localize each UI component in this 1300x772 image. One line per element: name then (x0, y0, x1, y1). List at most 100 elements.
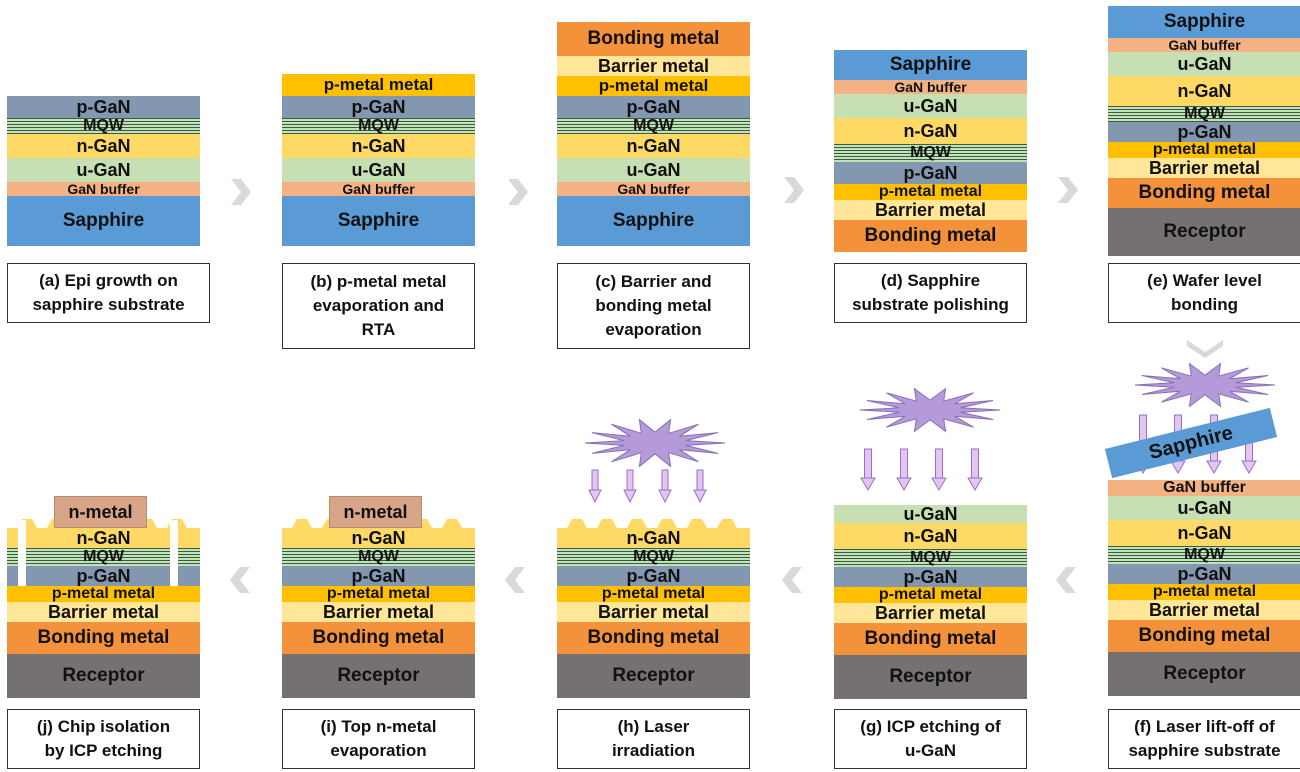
caption-line: (j) Chip isolation (36, 717, 171, 736)
layer-gan-buffer: GaN buffer (834, 80, 1027, 94)
layer-p-metal: p-metal metal (282, 586, 475, 602)
layer-gan-buffer: GaN buffer (282, 182, 475, 196)
layer-n-gan: n-GaN (557, 528, 750, 548)
layer-receptor: Receptor (1108, 652, 1300, 696)
layer-p-metal: p-metal metal (834, 184, 1027, 200)
layer-mqw: MQW (282, 118, 475, 134)
laser-beam-arrow (626, 469, 634, 491)
layer-mqw: MQW (834, 144, 1027, 162)
laser-beam-arrow (900, 448, 908, 479)
caption-line: irradiation (611, 741, 696, 760)
laser-arrowhead-icon (896, 477, 912, 491)
layer-n-gan: n-GaN (7, 528, 200, 548)
layer-u-gan: u-GaN (557, 158, 750, 182)
layer-p-metal: p-metal metal (834, 587, 1027, 603)
layer-barrier: Barrier metal (1108, 158, 1300, 178)
caption-h: (h) Laser irradiation (557, 709, 750, 769)
caption-line: (h) Laser (617, 717, 690, 736)
layer-p-gan: p-GaN (557, 566, 750, 586)
laser-beam-arrow (864, 448, 872, 479)
laser-burst-icon (859, 387, 1001, 433)
chevron-left-icon (782, 567, 802, 593)
layer-p-metal: p-metal metal (557, 76, 750, 96)
caption-line: (b) p-metal metal (310, 272, 447, 291)
layer-p-metal: p-metal metal (557, 586, 750, 602)
n-metal-pad: n-metal (54, 496, 147, 528)
layer-sapphire: Sapphire (7, 196, 200, 246)
caption-line: (c) Barrier and (595, 272, 712, 291)
laser-arrowhead-icon (860, 477, 876, 491)
layer-mqw: MQW (557, 118, 750, 134)
caption-line: sapphire substrate (1128, 741, 1281, 760)
layer-mqw: MQW (7, 548, 200, 566)
layer-p-metal: p-metal metal (1108, 142, 1300, 158)
caption-line: (i) Top n-metal (320, 717, 437, 736)
layer-mqw: MQW (1108, 106, 1300, 122)
isolation-trench (18, 520, 26, 586)
laser-arrowhead-icon (931, 477, 947, 491)
caption-line: evaporation and (312, 296, 445, 315)
layer-barrier: Barrier metal (557, 602, 750, 622)
layer-p-gan: p-GaN (834, 162, 1027, 184)
chevron-right-icon (1058, 177, 1078, 203)
layer-gan-buffer: GaN buffer (1108, 480, 1300, 496)
layer-receptor: Receptor (7, 654, 200, 698)
layer-gan-buffer: GaN buffer (1108, 38, 1300, 52)
layer-n-gan: n-GaN (282, 134, 475, 158)
layer-mqw: MQW (282, 548, 475, 566)
layer-gan-buffer: GaN buffer (557, 182, 750, 196)
layer-bonding: Bonding metal (557, 622, 750, 654)
chevron-left-icon (230, 567, 250, 593)
caption-line: (e) Wafer level (1147, 271, 1262, 290)
layer-p-gan: p-GaN (7, 96, 200, 118)
chevron-right-icon (231, 179, 251, 205)
layer-bonding: Bonding metal (282, 622, 475, 654)
laser-beam-arrow (661, 469, 669, 491)
layer-mqw: MQW (557, 548, 750, 566)
caption-line: substrate polishing (852, 295, 1009, 314)
layer-u-gan: u-GaN (1108, 496, 1300, 520)
layer-barrier: Barrier metal (1108, 600, 1300, 620)
layer-mqw: MQW (1108, 546, 1300, 564)
isolation-trench (170, 520, 178, 586)
layer-receptor: Receptor (557, 654, 750, 698)
layer-bonding: Bonding metal (1108, 178, 1300, 208)
laser-arrowhead-icon (1241, 460, 1257, 474)
layer-sapphire: Sapphire (557, 196, 750, 246)
surface-texture (597, 519, 617, 528)
layer-p-metal: p-metal metal (1108, 584, 1300, 600)
layer-p-metal: p-metal metal (282, 74, 475, 96)
caption-line: (a) Epi growth on (39, 271, 178, 290)
laser-arrowhead-icon (623, 489, 637, 504)
layer-n-gan: n-GaN (1108, 76, 1300, 106)
caption-c: (c) Barrier and bonding metal evaporation (557, 263, 750, 349)
laser-beam-arrow (591, 469, 599, 491)
layer-n-gan: n-GaN (557, 134, 750, 158)
layer-u-gan: u-GaN (1108, 52, 1300, 76)
layer-receptor: Receptor (1108, 208, 1300, 256)
laser-arrowhead-icon (588, 489, 602, 504)
layer-p-metal: p-metal metal (7, 586, 200, 602)
layer-receptor: Receptor (282, 654, 475, 698)
caption-line: evaporation (605, 320, 702, 339)
layer-barrier: Barrier metal (282, 602, 475, 622)
layer-receptor: Receptor (834, 655, 1027, 699)
surface-texture (717, 519, 737, 528)
layer-p-gan: p-GaN (282, 566, 475, 586)
layer-barrier: Barrier metal (557, 56, 750, 76)
laser-burst-icon (1134, 362, 1276, 408)
caption-line: bonding metal (595, 296, 712, 315)
